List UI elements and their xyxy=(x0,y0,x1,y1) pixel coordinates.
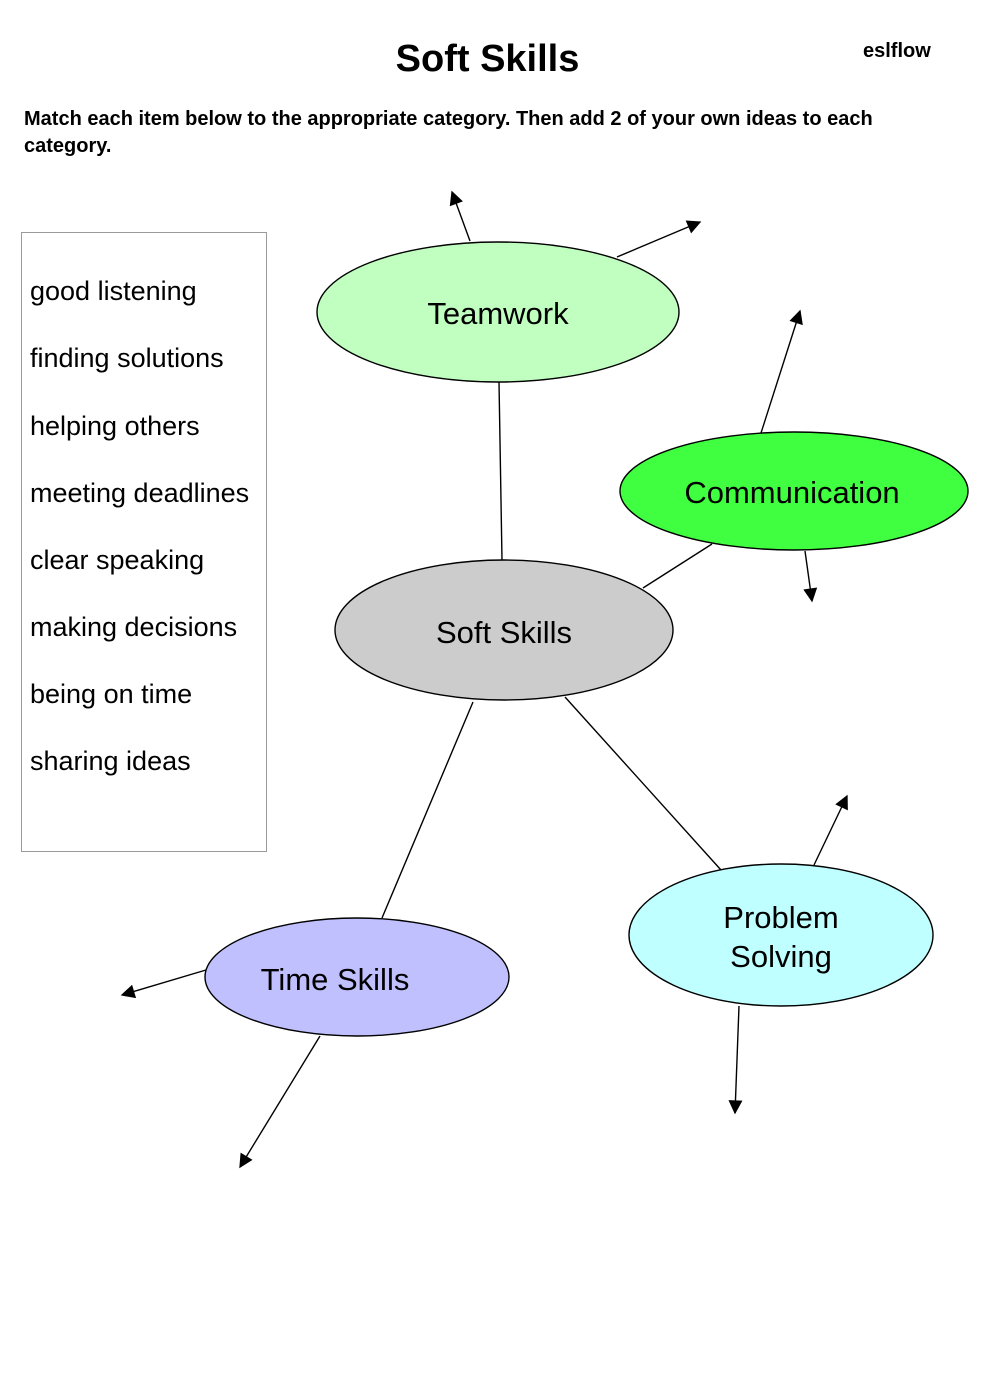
node-teamwork-shape xyxy=(316,241,680,383)
word-bank-item: meeting deadlines xyxy=(30,478,250,508)
arrow-problem-solving-up xyxy=(813,794,848,866)
page-title: Soft Skills xyxy=(395,38,580,80)
arrow-time-skills-left xyxy=(120,969,207,999)
connector-communication xyxy=(642,543,713,589)
word-bank-item: clear speaking xyxy=(30,545,205,575)
node-time-skills-label: Time Skills xyxy=(261,962,410,997)
node-problem-solving-label-line1: Problem xyxy=(723,900,838,935)
node-teamwork-label: Teamwork xyxy=(427,296,569,331)
node-problem-solving-label-line2: Solving xyxy=(730,939,832,974)
node-problem-solving: Problem Solving xyxy=(628,863,934,1007)
node-communication: Communication xyxy=(619,431,969,551)
brand-logo-text: eslflow xyxy=(863,40,931,62)
node-teamwork: Teamwork xyxy=(316,241,680,383)
node-time-skills: Time Skills xyxy=(204,917,510,1037)
word-bank-item: finding solutions xyxy=(30,343,224,373)
node-soft-skills-shape xyxy=(334,559,674,701)
word-bank-item: making decisions xyxy=(30,612,238,642)
arrow-communication-down xyxy=(803,550,818,603)
instructions: Match each item below to the appropriate… xyxy=(24,108,873,157)
node-communication-label: Communication xyxy=(684,475,899,510)
word-bank-item: sharing ideas xyxy=(30,746,191,776)
word-bank: good listening finding solutions helping… xyxy=(21,232,267,852)
word-bank-item: good listening xyxy=(30,276,197,306)
arrow-teamwork-right xyxy=(616,220,702,258)
node-time-skills-shape xyxy=(204,917,510,1037)
connector-teamwork xyxy=(498,381,503,561)
node-soft-skills: Soft Skills xyxy=(334,559,674,701)
arrow-teamwork-up xyxy=(449,190,471,242)
node-problem-solving-shape xyxy=(628,863,934,1007)
connector-time-skills xyxy=(381,701,474,919)
arrow-problem-solving-down xyxy=(728,1005,743,1115)
node-soft-skills-label: Soft Skills xyxy=(436,615,572,650)
word-bank-item: being on time xyxy=(30,679,193,709)
arrow-communication-up xyxy=(760,309,803,434)
connector-problem-solving xyxy=(564,696,722,871)
node-communication-shape xyxy=(619,431,969,551)
word-bank-item: helping others xyxy=(30,411,200,441)
arrow-time-skills-down xyxy=(239,1035,321,1169)
